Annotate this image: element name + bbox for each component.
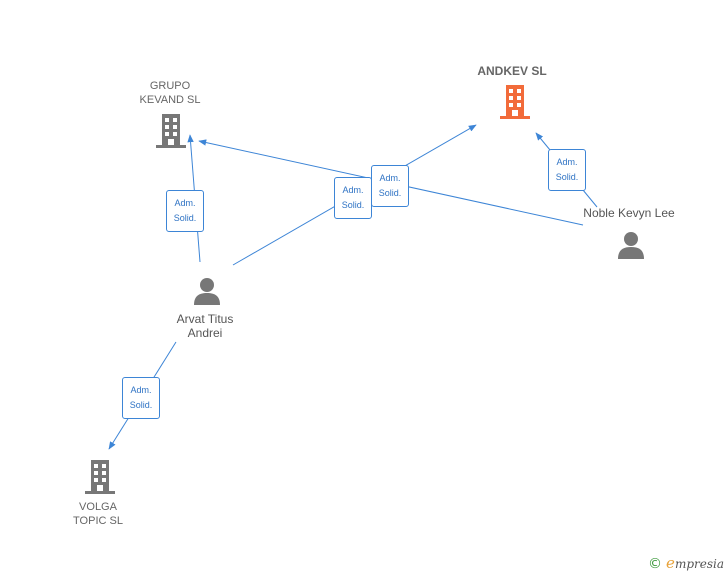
person-icon[interactable] <box>616 230 646 260</box>
edge-label-arvat-volga-topic[interactable]: Adm. Solid. <box>122 377 160 419</box>
node-label-noble[interactable]: Noble Kevyn Lee <box>583 206 675 220</box>
person-icon[interactable] <box>192 276 222 306</box>
edge-label-noble-andkev[interactable]: Adm. Solid. <box>548 149 586 191</box>
node-label-andkev[interactable]: ANDKEV SL <box>477 64 547 78</box>
building-icon[interactable] <box>84 459 116 495</box>
node-label-arvat[interactable]: Arvat Titus Andrei <box>176 312 234 340</box>
edges-layer <box>108 124 598 450</box>
edge-label-arvat-grupo-kevand[interactable]: Adm. Solid. <box>166 190 204 232</box>
node-label-grupo-kevand[interactable]: GRUPO KEVAND SL <box>139 80 201 106</box>
edge-label-noble-grupo-kevand[interactable]: Adm. Solid. <box>371 165 409 207</box>
node-label-volga-topic[interactable]: VOLGA TOPIC SL <box>73 501 123 527</box>
building-icon[interactable] <box>499 84 531 120</box>
empresia-logo: ©empresia <box>648 554 724 572</box>
edge-label-arvat-andkev[interactable]: Adm. Solid. <box>334 177 372 219</box>
building-icon[interactable] <box>155 113 187 149</box>
copyright-icon: © <box>648 556 663 572</box>
